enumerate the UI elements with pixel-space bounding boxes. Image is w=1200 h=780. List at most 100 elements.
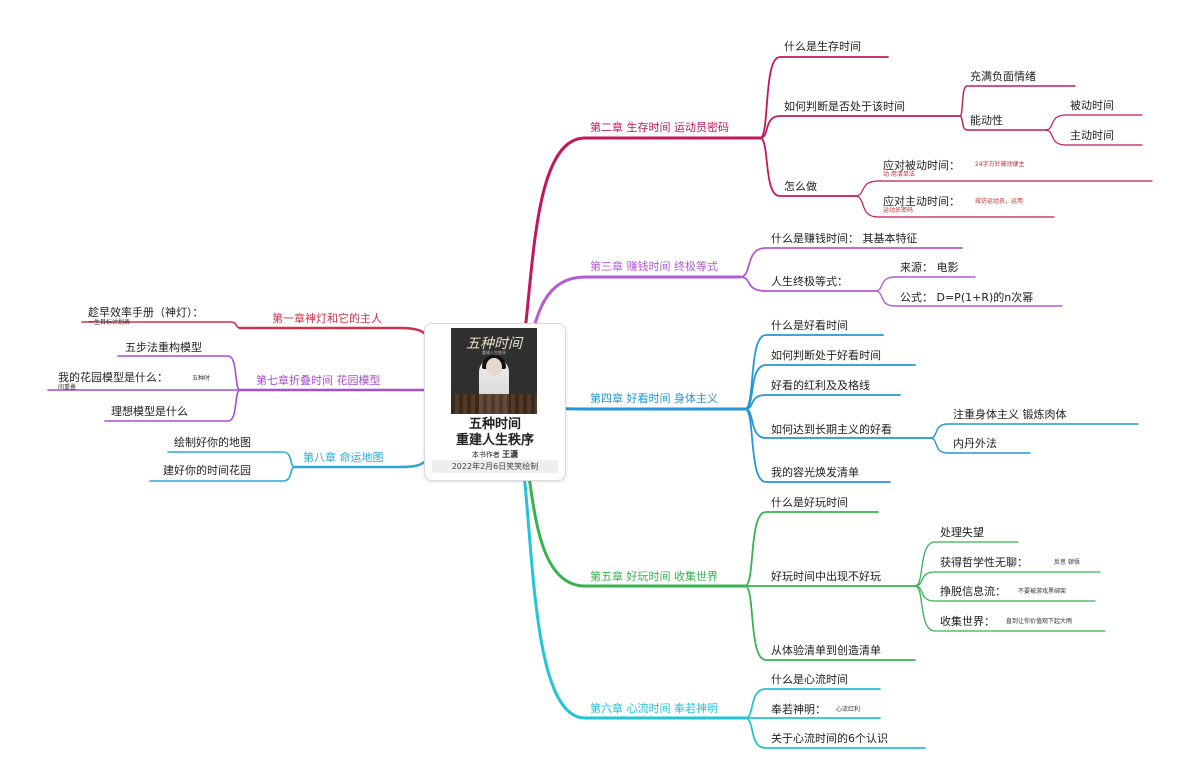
ch4-link-q1: [744, 334, 884, 410]
ch8-q2[interactable]: 建好你的时间花园: [163, 464, 251, 477]
ch2-link-q1: [759, 56, 889, 139]
author-label: 本书作者: [471, 451, 500, 459]
ch7-q2-note2: 间重叠: [58, 384, 77, 391]
ch7-q1[interactable]: 五步法重构模型: [125, 341, 202, 354]
ch6-link-q1: [744, 688, 881, 719]
ch5-q2[interactable]: 好玩时间中出现不好玩: [771, 570, 881, 583]
ch3-q2[interactable]: 人生终极等式：: [771, 275, 848, 288]
ch5-link-q2d: [914, 585, 1106, 632]
ch4-q4b[interactable]: 内丹外法: [953, 437, 997, 450]
ch2-link-q3b: [854, 195, 1055, 218]
ch4-q5[interactable]: 我的容光焕发清单: [771, 466, 859, 479]
central-title-line2: 重建人生秩序: [455, 433, 534, 448]
ch4-link-q5: [744, 408, 891, 483]
ch5-q1[interactable]: 什么是好玩时间: [771, 496, 848, 509]
ch2-q3b-note2: 运动员密码: [883, 207, 914, 214]
ch2-q2[interactable]: 如何判断是否处于该时间: [784, 100, 905, 113]
ch3-q2b[interactable]: 公式： D=P(1+R)的n次幂: [900, 291, 1034, 304]
chapter-7-label[interactable]: 第七章折叠时间 花园模型: [256, 374, 381, 387]
ch4-link-q4a: [929, 423, 1139, 439]
ch1-item-label[interactable]: 趁早效率手册（神灯）：: [88, 306, 204, 319]
ch2-q2b[interactable]: 能动性: [970, 114, 1003, 127]
central-title-line1: 五种时间: [468, 417, 521, 432]
ch2-link-q2b2: [1044, 129, 1143, 146]
ch7-link-q3: [104, 389, 241, 422]
ch3-link-q2a: [874, 276, 976, 292]
ch1-link-item: [81, 321, 241, 329]
ch2-q2a[interactable]: 充满负面情绪: [970, 70, 1036, 83]
ch2-link-q2a: [959, 85, 1076, 117]
ch2-link-q2: [759, 115, 961, 139]
ch4-q3[interactable]: 好看的红利及及格线: [771, 379, 870, 392]
ch7-link-q1: [117, 355, 241, 391]
ch5-link-q1: [744, 511, 879, 587]
ch7-q3[interactable]: 理想模型是什么: [111, 405, 188, 418]
ch5-link-q2b: [914, 571, 1101, 587]
chapter-3-label[interactable]: 第三章 赚钱时间 终极等式: [590, 260, 718, 273]
ch7-q2[interactable]: 我的花园模型是什么：: [58, 371, 168, 384]
chapter-6-label[interactable]: 第六章 心流时间 奉若神明: [590, 702, 718, 715]
ch4-q2[interactable]: 如何判断处于好看时间: [771, 349, 881, 362]
ch6-q1[interactable]: 什么是心流时间: [771, 673, 848, 686]
ch8-link-q2: [149, 466, 296, 482]
ch2-link-q3a: [854, 180, 1153, 197]
ch5-q2a[interactable]: 处理失望: [940, 526, 984, 539]
ch2-q2b1[interactable]: 被动时间: [1070, 99, 1114, 112]
ch8-link-q1: [167, 451, 296, 468]
ch4-link-q4b: [929, 437, 1031, 454]
ch1-item-note: 一生目标计划表: [88, 319, 131, 326]
ch4-q1[interactable]: 什么是好看时间: [771, 319, 848, 332]
ch4-link-q3: [744, 394, 901, 410]
cover-subtitle: 重建人生秩序: [482, 350, 506, 355]
ch4-link-q2: [744, 364, 916, 410]
chapter-1-label[interactable]: 第一章神灯和它的主人: [272, 312, 382, 325]
ch2-q3a-note2: 动 用清单法: [883, 171, 915, 178]
trunk-ch1: [238, 326, 442, 342]
ch3-q2a[interactable]: 来源： 电影: [900, 261, 959, 274]
ch5-q2b[interactable]: 获得哲学性无聊：: [940, 556, 1028, 569]
chapter-2-label[interactable]: 第二章 生存时间 运动员密码: [590, 121, 729, 134]
ch5-q3[interactable]: 从体验清单到创造清单: [771, 644, 881, 657]
ch2-link-q3: [759, 137, 856, 197]
ch2-q3b[interactable]: 应对主动时间：: [883, 195, 960, 208]
chapter-5-label[interactable]: 第五章 好玩时间 收集世界: [590, 570, 718, 583]
ch6-link-q3: [744, 717, 926, 749]
ch5-link-q2a: [914, 541, 1019, 587]
author-name: 王潇: [502, 450, 519, 459]
cover-piano: [451, 394, 537, 414]
cover-title: 五种时间: [466, 336, 522, 352]
ch6-q3[interactable]: 关于心流时间的6个认识: [771, 732, 888, 745]
ch3-link-q2b: [874, 290, 1063, 307]
ch5-q2b-note: 反思 顿悟: [1054, 559, 1080, 566]
ch5-link-q3: [744, 585, 916, 661]
central-author: 本书作者 王潇: [425, 449, 565, 460]
ch3-link-q2: [739, 276, 876, 292]
ch5-q2d[interactable]: 收集世界：: [940, 615, 995, 628]
ch2-link-q2b: [959, 115, 1046, 131]
ch2-q1[interactable]: 什么是生存时间: [784, 40, 861, 53]
ch2-q3a[interactable]: 应对被动时间：: [883, 159, 960, 172]
ch5-q2d-note: 直到让你价值观下起大雨: [1006, 618, 1073, 625]
ch5-q2c-note: 不要被游戏黑绑架: [1018, 588, 1067, 595]
chapter-4-label[interactable]: 第四章 好看时间 身体主义: [590, 392, 718, 405]
ch2-q3b-note1: 效仿运动员，运用: [975, 198, 1024, 205]
ch3-link-q1: [739, 247, 963, 278]
chapter-8-label[interactable]: 第八章 命运地图: [303, 451, 384, 464]
ch8-q1[interactable]: 绘制好你的地图: [174, 436, 251, 449]
ch5-q2c[interactable]: 挣脱信息流：: [940, 585, 1006, 598]
central-credit: 2022年2月6日笑笑绘制: [432, 460, 558, 473]
ch4-q4[interactable]: 如何达到长期主义的好看: [771, 423, 892, 436]
ch2-q2b2[interactable]: 主动时间: [1070, 129, 1114, 142]
ch3-q1[interactable]: 什么是赚钱时间： 其基本特征: [771, 232, 918, 245]
cover-figure-face: [486, 358, 502, 376]
ch7-q2-note1: 五种时: [192, 375, 211, 382]
ch6-q2-note: 心流红利: [836, 706, 861, 713]
ch2-q3a-note1: 24字方针被动便主: [975, 161, 1025, 168]
ch2-link-q2b1: [1044, 114, 1143, 131]
book-cover-image: 五种时间 重建人生秩序: [451, 328, 537, 414]
ch6-q2[interactable]: 奉若神明：: [771, 703, 826, 716]
ch2-q3[interactable]: 怎么做: [784, 180, 817, 193]
ch4-q4a[interactable]: 注重身体主义 锻炼肉体: [953, 408, 1067, 421]
central-topic[interactable]: 五种时间 重建人生秩序 五种时间 重建人生秩序 本书作者 王潇 2022年2月6…: [424, 323, 566, 481]
